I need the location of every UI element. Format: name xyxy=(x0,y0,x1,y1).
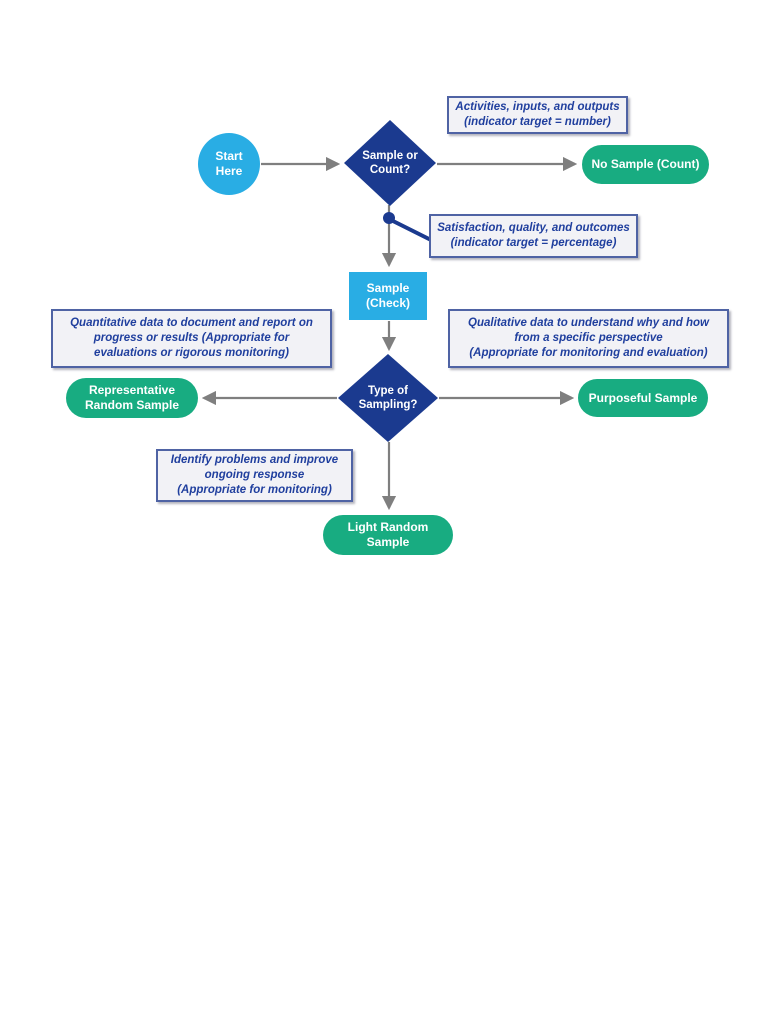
result-no-sample-count-label: No Sample (Count) xyxy=(591,157,700,171)
callout-quantitative-data: Quantitative data to document and report… xyxy=(51,309,332,368)
step-sample-check: Sample (Check) xyxy=(349,272,427,320)
decision-type-of-sampling-label: Type of Sampling? xyxy=(358,384,418,411)
callout-quantitative-text: Quantitative data to document and report… xyxy=(70,317,313,359)
decision-type-of-sampling: Type of Sampling? xyxy=(338,354,438,442)
result-light-random-sample: Light Random Sample xyxy=(323,515,453,555)
step-sample-check-label: Sample (Check) xyxy=(365,281,410,310)
callout-activities-text: Activities, inputs, and outputs (indicat… xyxy=(455,101,620,128)
result-purposeful-sample-label: Purposeful Sample xyxy=(588,390,698,405)
result-light-random-sample-label: Light Random Sample xyxy=(347,520,429,549)
callout-satisfaction-quality-outcomes: Satisfaction, quality, and outcomes (ind… xyxy=(429,214,638,258)
callout-identify-problems: Identify problems and improve ongoing re… xyxy=(156,449,353,502)
decision-sample-or-count: Sample or Count? xyxy=(344,120,436,206)
callout-identify-text: Identify problems and improve ongoing re… xyxy=(170,454,339,496)
junction-dot xyxy=(383,212,395,224)
callout-activities-inputs-outputs: Activities, inputs, and outputs (indicat… xyxy=(447,96,628,134)
callout-qualitative-text: Qualitative data to understand why and h… xyxy=(468,317,709,359)
result-no-sample-count: No Sample (Count) xyxy=(582,145,709,184)
callout-connector-satisfaction xyxy=(388,217,432,242)
result-representative-random-sample: Representative Random Sample xyxy=(66,378,198,418)
start-node: Start Here xyxy=(198,133,260,195)
callout-qualitative-data: Qualitative data to understand why and h… xyxy=(448,309,729,368)
callout-satisfaction-text: Satisfaction, quality, and outcomes (ind… xyxy=(437,222,630,249)
result-representative-random-sample-label: Representative Random Sample xyxy=(84,383,180,412)
result-purposeful-sample: Purposeful Sample xyxy=(578,379,708,417)
start-node-label: Start Here xyxy=(215,149,243,178)
decision-sample-or-count-label: Sample or Count? xyxy=(362,149,418,176)
